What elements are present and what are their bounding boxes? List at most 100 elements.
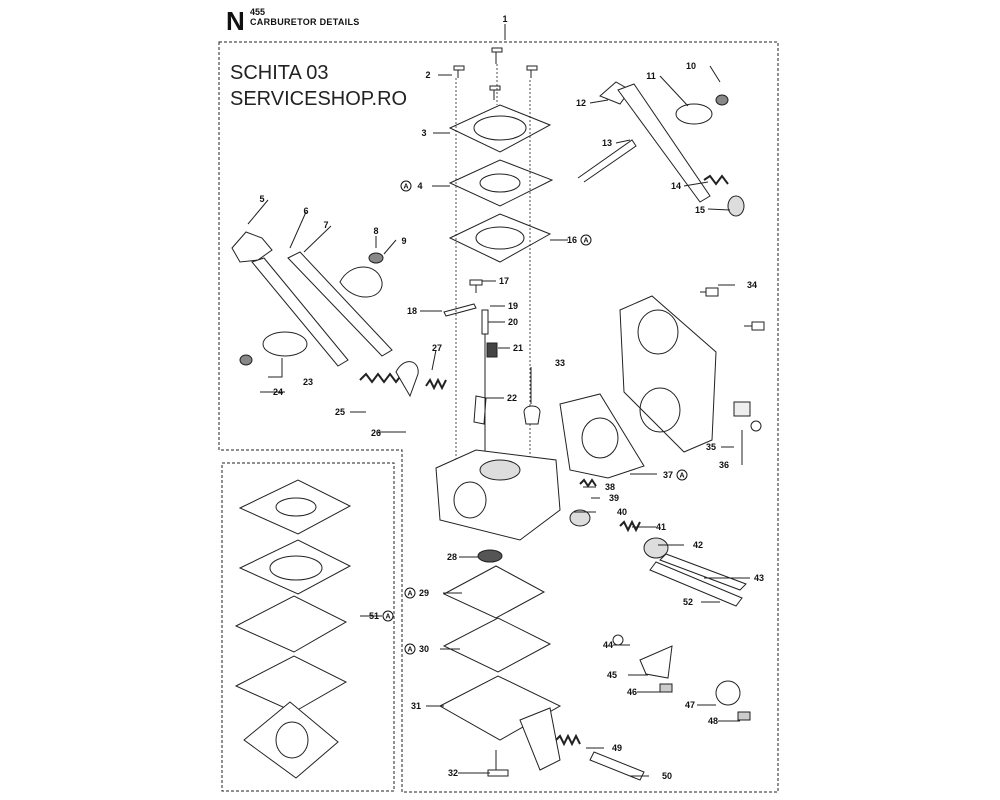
callout-label: 30 — [419, 644, 429, 654]
callout-label: 8 — [373, 226, 378, 236]
throttle-lever-5 — [231, 231, 273, 263]
callout-label: 23 — [303, 377, 313, 387]
choke-shaft-11 — [617, 83, 711, 203]
main-dashed-frame — [218, 41, 779, 793]
callout-label: 7 — [323, 220, 328, 230]
callout-18: 18 — [407, 306, 417, 316]
gasket-16 — [448, 213, 552, 263]
callout-46: 46 — [627, 687, 637, 697]
choke-valve-8 — [339, 266, 383, 298]
callout-30: 30 A — [404, 643, 429, 655]
variant-marker-label: A — [679, 473, 684, 480]
screw-32 — [487, 750, 509, 777]
cap-40 — [569, 509, 591, 527]
callout-label: 24 — [273, 387, 283, 397]
spring-49 — [555, 733, 581, 747]
watermark-line-2: SERVICESHOP.RO — [230, 88, 408, 110]
callout-label: 42 — [693, 540, 703, 550]
callout-label: 15 — [695, 205, 705, 215]
kit-diaphragm-2 — [234, 595, 348, 653]
callout-label: 47 — [685, 700, 695, 710]
spring-39 — [579, 478, 597, 488]
callout-19: 19 — [508, 301, 518, 311]
callout-45: 45 — [607, 670, 617, 680]
callout-38: 38 — [605, 482, 615, 492]
washer-44 — [612, 634, 624, 646]
variant-marker-label: A — [385, 614, 390, 621]
callout-25: 25 — [335, 407, 345, 417]
callout-label: 39 — [609, 493, 619, 503]
callout-label: 36 — [719, 460, 729, 470]
filter-28 — [477, 549, 503, 563]
callout-41: 41 — [656, 522, 666, 532]
callout-27: 27 — [432, 343, 442, 353]
pump-cover-3 — [448, 104, 552, 153]
callout-label: 44 — [603, 640, 613, 650]
callout-label: 33 — [555, 358, 565, 368]
callout-49: 49 — [612, 743, 622, 753]
needle-50 — [589, 751, 645, 781]
callout-label: 49 — [612, 743, 622, 753]
callout-label: 18 — [407, 306, 417, 316]
callout-11: 11 — [646, 71, 656, 81]
callout-label: 32 — [448, 768, 458, 778]
callout-13: 13 — [602, 138, 612, 148]
callout-label: 11 — [646, 71, 656, 81]
bracket — [519, 707, 561, 771]
callout-label: 40 — [617, 507, 627, 517]
variant-marker-circle — [580, 234, 592, 246]
callout-label: 51 — [369, 611, 379, 621]
diaphragm-29 — [442, 565, 546, 619]
kit-gasket-3 — [243, 701, 339, 779]
callout-label: 6 — [303, 206, 308, 216]
variant-marker-label: A — [403, 184, 408, 191]
section-letter: N — [226, 6, 245, 36]
callout-20: 20 — [508, 317, 518, 327]
screw-17 — [469, 279, 483, 293]
callout-21: 21 — [513, 343, 523, 353]
callout-label: 3 — [421, 128, 426, 138]
rod-13 — [577, 139, 637, 183]
callout-label: 41 — [656, 522, 666, 532]
callout-5: 5 — [259, 194, 264, 204]
callout-9: 9 — [401, 236, 406, 246]
callout-35: 35 — [706, 442, 716, 452]
callout-14: 14 — [671, 181, 681, 191]
callout-48: 48 — [708, 716, 718, 726]
screw-10 — [715, 94, 729, 106]
callout-label: 22 — [507, 393, 517, 403]
screw-46 — [659, 683, 673, 693]
choke-shaft-7 — [287, 251, 393, 357]
callout-label: 9 — [401, 236, 406, 246]
callout-label: 2 — [425, 70, 430, 80]
callout-43: 43 — [754, 573, 764, 583]
callout-10: 10 — [686, 61, 696, 71]
callout-label: 27 — [432, 343, 442, 353]
spring-21 — [486, 342, 498, 358]
ring-47 — [715, 680, 741, 706]
callout-17: 17 — [499, 276, 509, 286]
bushing-35 — [733, 401, 751, 417]
callout-8: 8 — [373, 226, 378, 236]
variant-marker-label: A — [407, 647, 412, 654]
callout-label: 46 — [627, 687, 637, 697]
callout-1: 1 — [502, 14, 507, 24]
needle-43 — [659, 553, 747, 591]
callout-label: 37 — [663, 470, 673, 480]
callout-label: 10 — [686, 61, 696, 71]
callout-36: 36 — [719, 460, 729, 470]
callout-32: 32 — [448, 768, 458, 778]
callout-44: 44 — [603, 640, 613, 650]
screw-48 — [737, 711, 751, 721]
callout-label: 35 — [706, 442, 716, 452]
callout-label: 1 — [502, 14, 507, 24]
gasket-37 — [559, 393, 645, 479]
screw-34b — [744, 321, 765, 331]
callout-40: 40 — [617, 507, 627, 517]
callout-2: 2 — [425, 70, 430, 80]
callout-label: 21 — [513, 343, 523, 353]
callout-label: 50 — [662, 771, 672, 781]
callout-52: 52 — [683, 597, 693, 607]
lever-45 — [639, 645, 673, 679]
